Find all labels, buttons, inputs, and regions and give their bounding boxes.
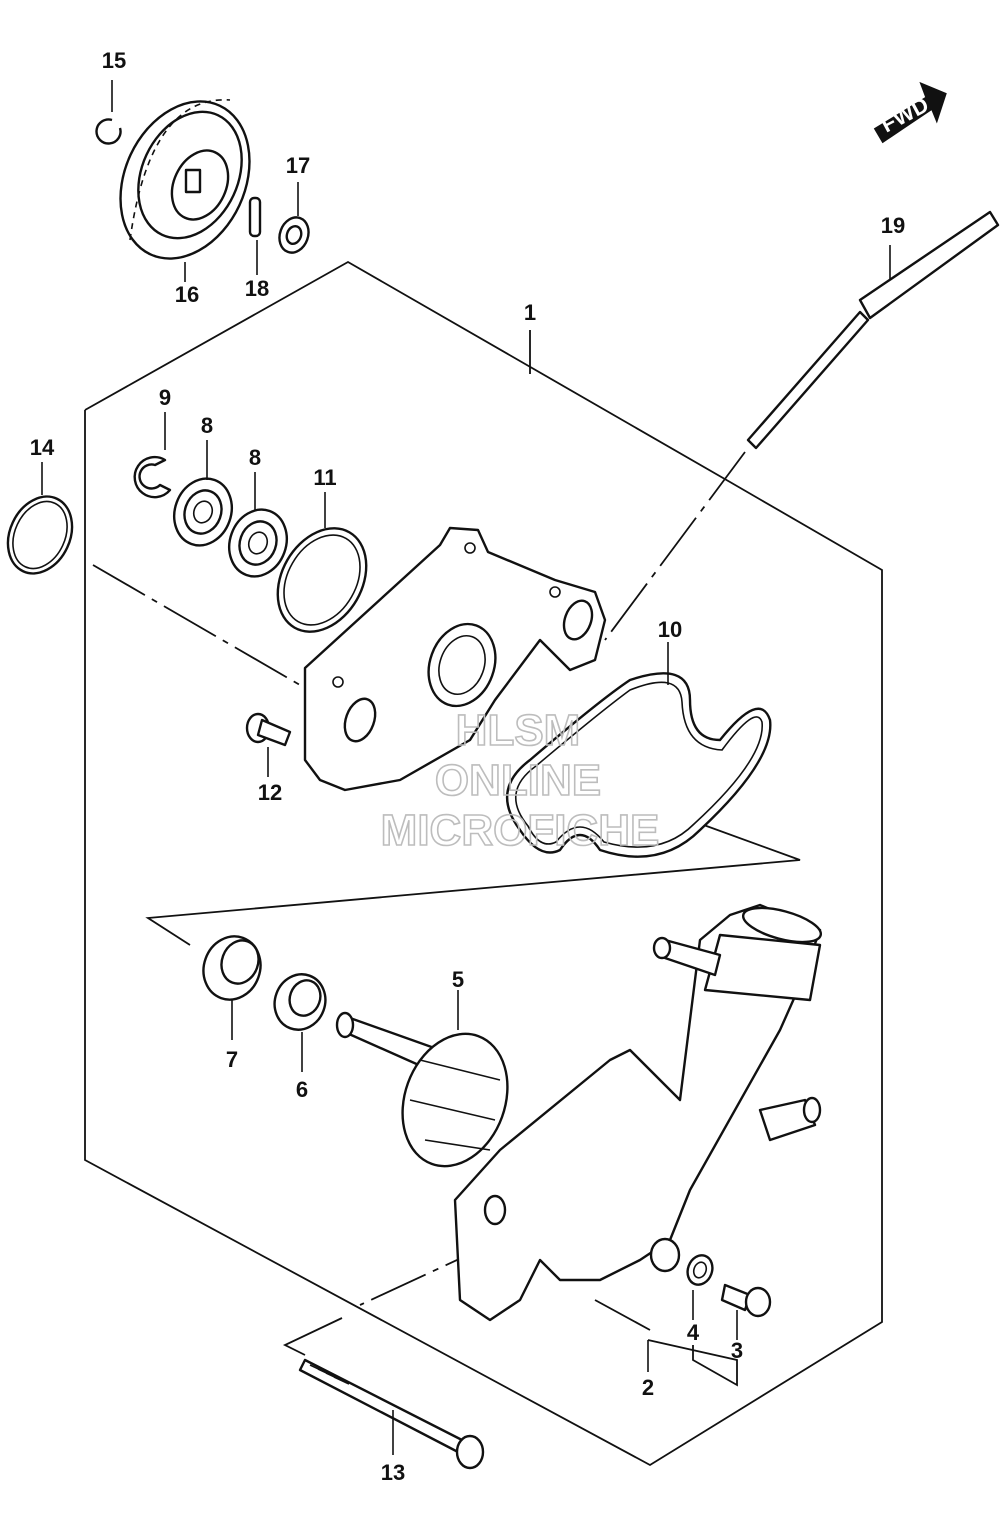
o-ring-part-11 [276, 492, 368, 633]
callout-15: 15 [102, 48, 126, 73]
callout-19: 19 [881, 213, 905, 238]
washer-part-4 [686, 1254, 714, 1320]
callout-6: 6 [296, 1077, 308, 1102]
callout-18: 18 [245, 276, 269, 301]
callout-bracket-2-3-4 [647, 1339, 738, 1387]
long-bolt-part-13 [298, 1358, 485, 1470]
callout-10: 10 [658, 617, 682, 642]
fwd-label: FWD [877, 92, 933, 138]
callout-8b: 8 [249, 445, 261, 470]
watermark-line-1: HLSM [456, 706, 581, 755]
callout-9: 9 [159, 385, 171, 410]
pin-part-18 [248, 196, 262, 275]
callout-14: 14 [30, 435, 55, 460]
callout-13: 13 [381, 1460, 405, 1485]
callout-17: 17 [286, 153, 310, 178]
callout-5: 5 [452, 967, 464, 992]
pump-cover-plate [303, 526, 607, 792]
callout-4: 4 [687, 1320, 700, 1345]
impeller-shaft-part-5 [335, 990, 509, 1168]
bearing-part-8a [173, 440, 233, 547]
snap-ring-part-9 [133, 412, 172, 499]
seal-part-7 [202, 935, 262, 1040]
bolt-part-3 [720, 1283, 772, 1340]
watermark-line-3: MICROFICHE [381, 806, 660, 855]
callout-11: 11 [313, 465, 336, 490]
gasket-part-10 [506, 642, 772, 858]
mechanical-seal-part-6 [273, 973, 327, 1072]
callout-16: 16 [175, 282, 199, 307]
watermark-line-2: ONLINE [435, 756, 601, 805]
pump-housing-part-2 [453, 903, 823, 1372]
bearing-part-8b [228, 472, 288, 578]
callout-labels: 1 2 3 4 5 6 7 8 8 9 10 11 12 13 14 15 16… [30, 48, 905, 1485]
washer-part-17 [278, 182, 310, 254]
hose-part-19 [746, 210, 1000, 450]
callout-7: 7 [226, 1047, 238, 1072]
bolt-part-12 [245, 712, 292, 777]
watermark: HLSM ONLINE MICROFICHE [380, 705, 660, 856]
gear-part-16 [119, 99, 251, 282]
forward-direction-arrow: FWD [873, 81, 947, 144]
callout-8a: 8 [201, 413, 213, 438]
callout-12: 12 [258, 780, 282, 805]
o-ring-part-14 [6, 462, 74, 575]
circlip-part-15 [95, 80, 122, 145]
callout-1: 1 [524, 300, 536, 325]
callout-2: 2 [642, 1375, 654, 1400]
callout-3: 3 [731, 1338, 743, 1363]
